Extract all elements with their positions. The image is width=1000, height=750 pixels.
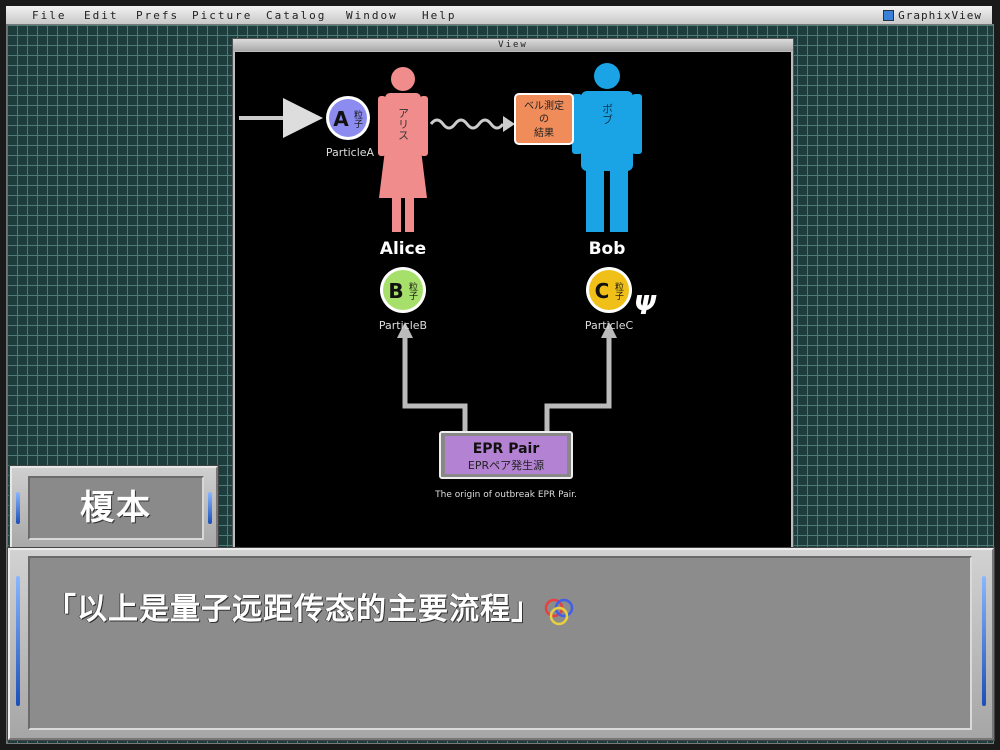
epr-to-b-line — [402, 334, 468, 434]
psi-icon: Ψ — [634, 291, 657, 321]
diagram-canvas: アリス Alice ボブ Bob ベル測定 の 結果 — [235, 52, 791, 549]
epr-pair-caption: The origin of outbreak EPR Pair. — [434, 490, 577, 500]
speaker-name-box: 榎本 — [10, 466, 218, 550]
dialog-text: 「以上是量子远距传态的主要流程」 — [46, 592, 542, 627]
menu-help[interactable]: Help — [422, 9, 457, 22]
particle-b-kanji: 粒子 — [407, 281, 418, 300]
alice-name: Alice — [380, 239, 426, 259]
bob-name: Bob — [589, 239, 626, 259]
menu-edit[interactable]: Edit — [84, 9, 119, 22]
bell-box-line2: の — [539, 114, 549, 125]
channel-arrowhead — [503, 116, 515, 132]
menu-picture[interactable]: Picture — [192, 9, 253, 22]
bob-figure — [572, 63, 642, 232]
name-box-left-accent — [16, 492, 20, 524]
epr-pair-subtitle: EPRペア発生源 — [468, 458, 544, 472]
app-indicator: GraphixView — [883, 9, 982, 22]
dialog-left-accent — [16, 576, 20, 706]
particle-c-node — [586, 267, 632, 313]
speaker-name: 榎本 — [28, 476, 204, 540]
epr-pair-box — [439, 431, 573, 479]
menu-bar: File Edit Prefs Picture Catalog Window H… — [6, 6, 992, 25]
bob-jp-label: ボブ — [601, 103, 614, 125]
epr-pair-title: EPR Pair — [473, 441, 540, 457]
view-window: View アリス Alice — [232, 38, 794, 572]
app-icon — [883, 10, 895, 21]
alice-jp-label: アリス — [397, 108, 410, 141]
app-name: GraphixView — [898, 9, 982, 22]
particle-a-node — [326, 96, 370, 140]
menu-prefs[interactable]: Prefs — [136, 9, 180, 22]
dialog-right-accent — [982, 576, 986, 706]
epr-to-c-line — [544, 334, 612, 434]
dialog-panel: 「以上是量子远距传态的主要流程」 — [28, 556, 972, 730]
quantum-channel-wave — [429, 118, 505, 130]
view-window-title[interactable]: View — [233, 39, 793, 51]
dialog-box[interactable]: 「以上是量子远距传态的主要流程」 — [8, 548, 994, 740]
particle-a-letter: A — [333, 107, 349, 131]
menu-window[interactable]: Window — [346, 9, 398, 22]
particle-c-letter: C — [595, 279, 610, 303]
teleportation-diagram: アリス Alice ボブ Bob ベル測定 の 結果 — [239, 63, 657, 500]
bell-box-line3: 結果 — [534, 126, 554, 139]
particle-b-letter: B — [388, 279, 403, 303]
particle-a-kanji: 粒子 — [352, 109, 363, 128]
particle-c-kanji: 粒子 — [613, 281, 624, 300]
particle-b-caption: ParticleB — [379, 319, 427, 332]
bell-box-line1: ベル測定 — [524, 99, 564, 112]
menu-file[interactable]: File — [32, 9, 67, 22]
name-box-right-accent — [208, 492, 212, 524]
menu-catalog[interactable]: Catalog — [266, 9, 327, 22]
epr-to-c-arrowhead — [601, 322, 617, 338]
epr-to-b-arrowhead — [397, 322, 413, 338]
alice-figure — [378, 67, 428, 232]
bell-measurement-box — [514, 93, 574, 145]
particle-b-node — [380, 267, 426, 313]
next-rings-icon[interactable] — [540, 592, 580, 632]
particle-c-caption: ParticleC — [585, 319, 634, 332]
particle-a-caption: ParticleA — [326, 146, 375, 159]
